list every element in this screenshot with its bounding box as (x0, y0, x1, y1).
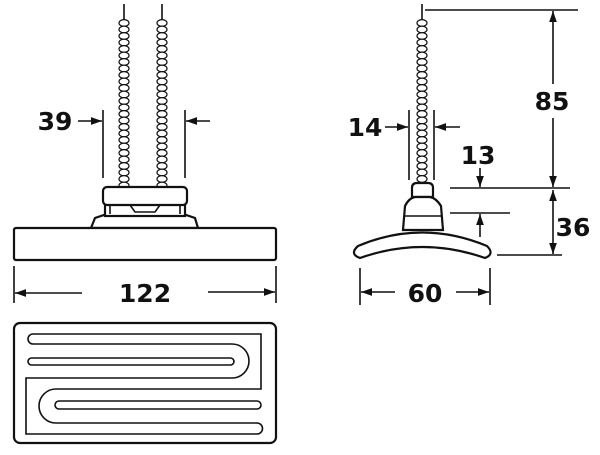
wire-coil (118, 83, 130, 92)
wire-coil (118, 175, 130, 184)
wire-coil (416, 116, 428, 125)
wire-coil (416, 31, 428, 40)
wire-coil (118, 44, 130, 53)
dim-label-connector-height: 13 (461, 141, 496, 170)
wire-coil (156, 168, 168, 177)
wire-coil (156, 162, 168, 171)
dim-label-body-height: 36 (556, 213, 591, 242)
wire-coil (118, 77, 130, 86)
wire-coil (156, 90, 168, 99)
wire-coil (118, 116, 130, 125)
dim-label-length: 122 (119, 279, 171, 308)
wire-coil (156, 149, 168, 158)
wire-coil (118, 31, 130, 40)
wire-coil (156, 19, 168, 28)
wire-coil (156, 57, 168, 66)
wire-coil (416, 142, 428, 151)
wire-coil (156, 70, 168, 79)
wire-coil (416, 175, 428, 184)
wire-coil (416, 70, 428, 79)
serpentine-element (25, 333, 264, 435)
wire-coil (118, 57, 130, 66)
wire-coil (416, 57, 428, 66)
heater-body (12, 226, 278, 262)
wire-coil (156, 155, 168, 164)
wire-coil (156, 116, 168, 125)
wire-coil (156, 77, 168, 86)
wire-coil (118, 168, 130, 177)
wire-coil (156, 38, 168, 47)
wire-coil (118, 64, 130, 73)
wire-coil (416, 103, 428, 112)
wire-coil (416, 96, 428, 105)
wire-coil (156, 109, 168, 118)
wire-coil (156, 129, 168, 138)
wire-coil (416, 136, 428, 145)
wire-coil (118, 109, 130, 118)
dim-label-wire-gap: 14 (348, 113, 383, 142)
wire-coil (118, 51, 130, 60)
wire-coil (118, 149, 130, 158)
wire-coil (156, 103, 168, 112)
front-view: 39 122 (12, 4, 278, 308)
wire-coil (416, 129, 428, 138)
wire-coil (416, 162, 428, 171)
slot (54, 400, 262, 410)
wire-coil (156, 136, 168, 145)
wire-coil (416, 25, 428, 34)
wire-coil (118, 162, 130, 171)
wire-coil (416, 122, 428, 131)
dim-label-pin-spacing: 39 (38, 107, 73, 136)
wire-coil (416, 168, 428, 177)
wire-coil (416, 83, 428, 92)
wire-coil (118, 155, 130, 164)
wire-coil (416, 38, 428, 47)
wire-coil (416, 109, 428, 118)
wire-coil (118, 38, 130, 47)
wire-coil (118, 96, 130, 105)
terminal-block (401, 181, 445, 232)
wire-coil (118, 136, 130, 145)
wire-coil (156, 44, 168, 53)
wire-coil (156, 64, 168, 73)
wire-coil (118, 25, 130, 34)
wire-coil (416, 155, 428, 164)
lead-wires (118, 4, 168, 190)
heater-body (352, 231, 492, 260)
wire-coil (118, 103, 130, 112)
wire-coil (156, 142, 168, 151)
wire-coil (416, 149, 428, 158)
dim-label-width: 60 (408, 279, 443, 308)
wire-coil (118, 90, 130, 99)
wire-coil (416, 90, 428, 99)
wire-coil (118, 142, 130, 151)
wire-coil (118, 122, 130, 131)
wire-coil (416, 19, 428, 28)
wire-coil (416, 77, 428, 86)
dim-label-height-total: 85 (535, 87, 570, 116)
wire-coil (416, 51, 428, 60)
lead-wire (416, 4, 428, 184)
wire-coil (118, 19, 130, 28)
wire-coil (156, 31, 168, 40)
wire-coil (156, 51, 168, 60)
plan-view (12, 321, 278, 445)
wire-coil (416, 64, 428, 73)
wire-coil (156, 25, 168, 34)
wire-coil (416, 44, 428, 53)
slot (27, 357, 235, 366)
side-view: 14 85 13 36 60 (348, 4, 591, 308)
wire-coil (156, 83, 168, 92)
wire-coil (156, 175, 168, 184)
wire-coil (156, 96, 168, 105)
wire-coil (156, 122, 168, 131)
wire-coil (118, 70, 130, 79)
wire-coil (118, 129, 130, 138)
terminal-block (89, 185, 200, 230)
